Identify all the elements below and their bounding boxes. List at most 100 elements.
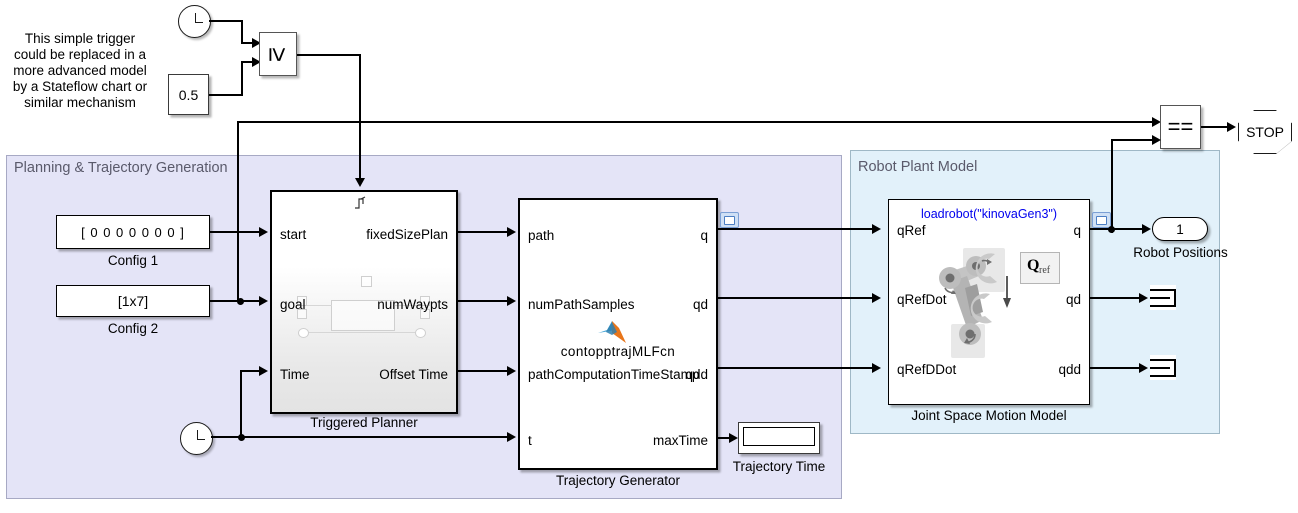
wire-clock2-v (240, 371, 242, 437)
trajgen-output-maxtime: maxTime (652, 433, 708, 448)
wire-ge-out-h (297, 54, 361, 56)
config2-value: [1x7] (117, 293, 149, 309)
wire-numwaypts-to-numpathsamples (458, 300, 510, 302)
wire-q-to-eq-h (1111, 139, 1159, 141)
triggered-planner-label: Triggered Planner (310, 415, 418, 430)
planner-input-time: Time (280, 367, 310, 382)
wire-const-to-ge-v (241, 62, 243, 95)
wire-ge-out-v (359, 54, 361, 181)
note-line-1: This simple trigger (24, 31, 136, 46)
planner-mask-line-bottom (306, 332, 416, 333)
terminator-qdd-vert (1174, 359, 1176, 376)
relational-operator-eq-block[interactable]: == (1160, 105, 1201, 149)
wire-jsmm-qd-to-terminator (1090, 297, 1142, 299)
stop-label: STOP (1246, 124, 1284, 140)
terminator-qd-vert (1174, 289, 1176, 306)
matlab-logo-icon (598, 321, 626, 343)
area-planning-label: Planning & Trajectory Generation (14, 160, 228, 176)
trajgen-input-path: path (528, 228, 555, 243)
terminator-qd-line3 (1150, 305, 1176, 307)
wire-fixedsizeplan-to-path (458, 231, 510, 233)
rising-edge-trigger-icon (355, 196, 366, 209)
config1-block[interactable]: [ 0 0 0 0 0 0 0 ] (56, 215, 210, 249)
trajgen-input-numpathsamples: numPathSamples (528, 297, 635, 312)
trajgen-input-t: t (528, 433, 532, 448)
wire-config2-branch-v (237, 122, 239, 301)
wire-eq-to-stop (1201, 126, 1230, 128)
trajectory-time-label: Trajectory Time (732, 459, 826, 474)
arrow-jsmm-qrefdot (872, 293, 881, 303)
jsmm-input-qrefddot: qRefDDot (897, 362, 957, 377)
signal-logging-badge-trajgen-q[interactable] (720, 212, 739, 228)
wire-jsmm-qdd-to-terminator (1090, 367, 1142, 369)
wire-config1-to-start (210, 231, 262, 233)
config2-label: Config 2 (107, 321, 159, 336)
trajgen-output-q: q (700, 228, 708, 243)
arrow-jsmm-qrefddot (872, 363, 881, 373)
wire-offsettime-to-timestamp (458, 370, 510, 372)
arrow-trajgen-numpathsamples (507, 296, 516, 306)
arrow-trajgen-t (507, 432, 516, 442)
stop-block[interactable]: STOP (1238, 110, 1292, 154)
wire-const-to-ge (209, 94, 243, 96)
planner-mask-sq-r2 (420, 309, 430, 319)
robot-positions-label: Robot Positions (1133, 245, 1228, 260)
planner-mask-sq-l2 (297, 309, 307, 319)
trajgen-output-qdd: qdd (685, 367, 708, 382)
terminator-qd-line2 (1150, 297, 1170, 299)
joint-space-motion-model-label: Joint Space Motion Model (911, 408, 1067, 423)
planner-mask-sq-r1 (420, 296, 430, 306)
jsmm-annotation: loadrobot("kinovaGen3") (920, 207, 1058, 221)
arrow-planner-start (259, 227, 268, 237)
relational-operator-ge-block[interactable]: ≥ (259, 32, 297, 76)
signal-logging-badge-jsmm-q[interactable] (1092, 212, 1111, 228)
wire-top-long-h (237, 121, 1159, 123)
wire-config2-to-goal (210, 300, 262, 302)
planner-mask-sq-l1 (297, 296, 307, 306)
clock-bottom-icon[interactable] (180, 422, 213, 455)
terminator-qdd-block[interactable] (1150, 355, 1176, 380)
arrow-trajgen-timestamp (507, 366, 516, 376)
triggered-planner-block[interactable]: start goal Time fixedSizePlan numWaypts … (270, 190, 458, 414)
arrow-planner-goal (259, 296, 268, 306)
trajgen-output-qd: qd (692, 297, 708, 312)
note-line-3: more advanced model (13, 63, 147, 78)
wire-const-to-ge-h2 (241, 61, 255, 63)
note-line-4: by a Stateflow chart or (12, 79, 148, 94)
wire-q-to-eq-v (1111, 140, 1113, 233)
constant-threshold-block[interactable]: 0.5 (168, 74, 209, 115)
wire-jsmm-q-to-outport (1090, 228, 1145, 230)
wire-trajgen-qdd-to-qrefddot (718, 367, 873, 369)
wire-trajgen-qd-to-qrefdot (718, 297, 873, 299)
arrow-robot-positions (1142, 224, 1151, 234)
arrow-terminator-qd (1139, 293, 1148, 303)
wire-clock-to-ge (209, 20, 243, 22)
planner-mask-icon-body (331, 300, 395, 331)
planner-mask-line-right (393, 305, 425, 306)
robot-positions-outport-block[interactable]: 1 (1152, 217, 1208, 241)
arrow-ge-in2 (252, 57, 261, 67)
planner-output-fixedsizeplan: fixedSizePlan (366, 227, 448, 242)
config1-value: [ 0 0 0 0 0 0 0 ] (81, 224, 185, 240)
config1-label: Config 1 (107, 253, 159, 268)
trajectory-generator-block[interactable]: path numPathSamples pathComputationTimeS… (518, 198, 718, 470)
arrow-eq-in2 (1152, 135, 1161, 145)
arrow-terminator-qdd (1139, 363, 1148, 373)
trajectory-time-display-block[interactable] (738, 422, 820, 454)
jsmm-output-q: q (1073, 223, 1081, 238)
config2-block[interactable]: [1x7] (56, 285, 210, 317)
trajectory-generator-label: Trajectory Generator (555, 473, 681, 488)
terminator-qd-block[interactable] (1150, 285, 1176, 310)
qref-badge-sub: ref (1039, 265, 1051, 276)
wire-trajgen-q-to-qref (718, 228, 873, 230)
jsmm-input-qref: qRef (897, 223, 926, 238)
joint-space-motion-model-block[interactable]: loadrobot("kinovaGen3") (888, 199, 1090, 405)
robot-positions-value: 1 (1176, 221, 1184, 237)
arrow-jsmm-qref (872, 224, 881, 234)
trajgen-fcn-name: contopptrajMLFcn (560, 344, 676, 359)
wire-clock2-h (211, 436, 510, 438)
arrow-stop-in (1227, 122, 1236, 132)
wire-clock-to-ge-h2 (241, 42, 255, 44)
robot-arm-icon (939, 248, 1011, 358)
clock-top-icon[interactable] (178, 5, 211, 38)
